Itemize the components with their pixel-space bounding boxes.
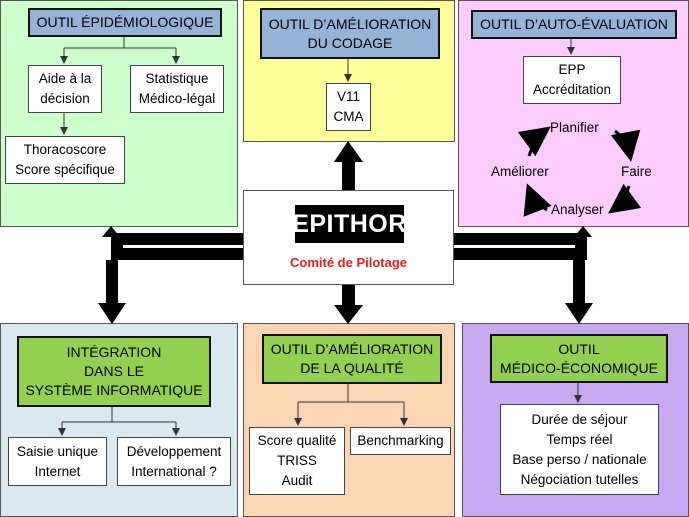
integration-panel: INTÉGRATION DANS LE SYSTÈME INFORMATIQUE… [0,323,238,517]
integration-dev-box: Développement International ? [117,437,231,486]
medeco-panel: OUTIL MÉDICO-ÉCONOMIQUE Durée de séjour … [462,323,689,517]
cycle-analyser: Analyser [551,202,604,217]
cycle-ameliorer: Améliorer [491,164,549,179]
center-subtitle: Comité de Pilotage [289,255,408,270]
integration-saisie-box: Saisie unique Internet [8,437,107,486]
cycle-planifier: Planifier [550,120,599,135]
auto-header: OUTIL D’AUTO-ÉVALUATION [471,10,677,39]
codage-header: OUTIL D’AMÉLIORATION DU CODAGE [260,8,440,59]
medeco-header: OUTIL MÉDICO-ÉCONOMIQUE [490,334,668,383]
codage-item-box: V11 CMA [326,83,371,131]
center-box: EPITHOR Comité de Pilotage [243,190,454,285]
epidemio-decision-box: Aide à la décision [28,65,102,113]
epidemio-header: OUTIL ÉPIDÉMIOLOGIQUE [28,8,222,37]
auto-item-box: EPP Accréditation [523,56,621,104]
epidemio-stat-box: Statistique Médico-légal [130,65,224,113]
codage-panel: OUTIL D’AMÉLIORATION DU CODAGE V11 CMA [243,0,455,142]
center-title: EPITHOR [292,205,406,243]
qualite-score-box: Score qualité TRISS Audit [249,427,345,495]
medeco-items-box: Durée de séjour Temps réel Base perso / … [500,404,659,495]
qualite-panel: OUTIL D’AMÉLIORATION DE LA QUALITÉ Score… [243,323,455,517]
epidemio-scores-box: Thoracoscore Score spécifique [5,136,125,184]
cycle-faire: Faire [621,164,652,179]
qualite-header: OUTIL D’AMÉLIORATION DE LA QUALITÉ [262,334,442,384]
epidemio-panel: OUTIL ÉPIDÉMIOLOGIQUE Aide à la décision… [0,0,238,227]
qualite-bench-box: Benchmarking [350,427,451,455]
integration-header: INTÉGRATION DANS LE SYSTÈME INFORMATIQUE [17,336,211,407]
auto-panel: OUTIL D’AUTO-ÉVALUATION EPP Accréditatio… [458,0,689,227]
